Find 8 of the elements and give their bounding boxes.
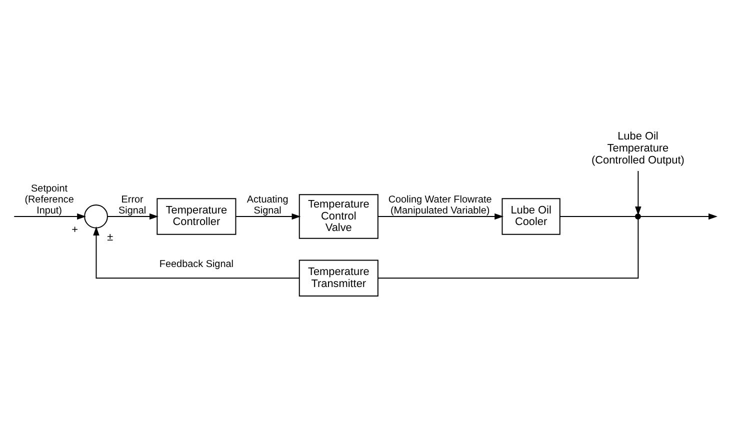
edge-label: Error Signal (118, 194, 146, 216)
edge-label: Actuating Signal (246, 194, 288, 216)
node-text: Lube Oil Temperature (Controlled Output) (592, 130, 684, 166)
edge-label: Feedback Signal (159, 258, 234, 270)
edge-label: Cooling Water Flowrate (Manipulated Variable) (388, 194, 492, 216)
node-label: ± (107, 231, 114, 244)
edge-label: Setpoint (Reference Input) (24, 183, 74, 216)
node-label: + (72, 224, 78, 236)
